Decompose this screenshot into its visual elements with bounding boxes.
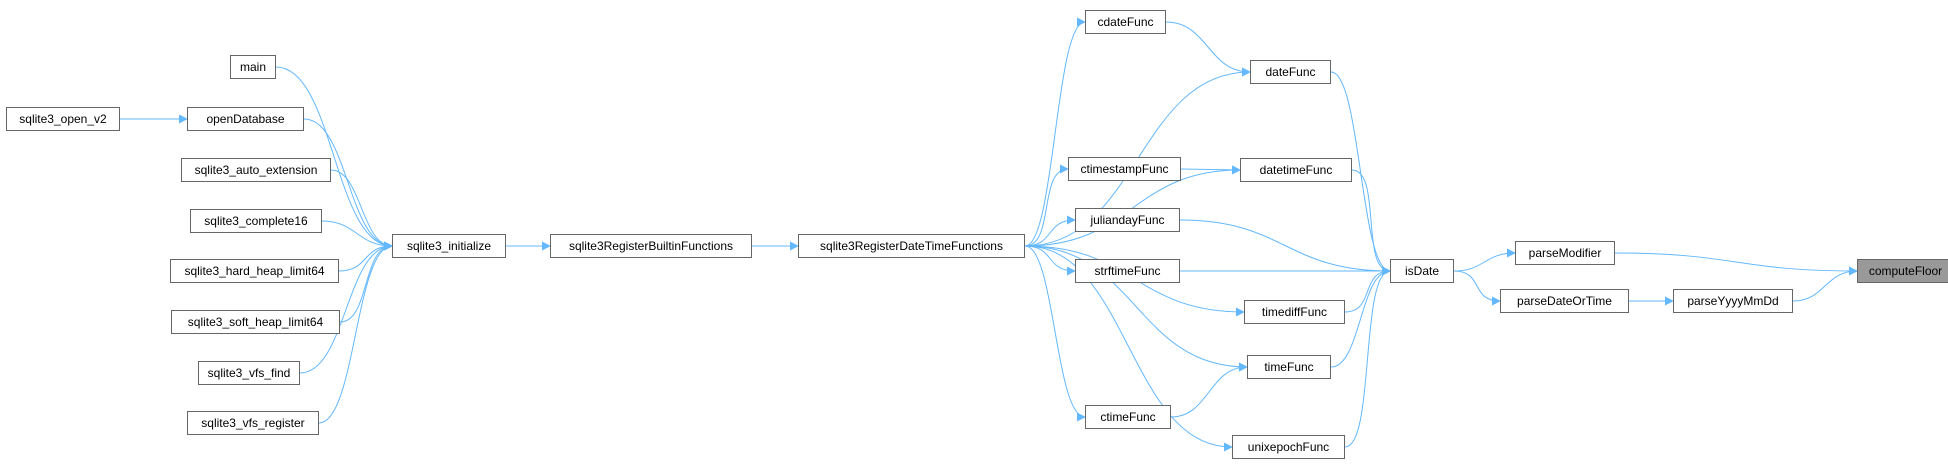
node-sqlite3-hard-heap-limit64[interactable]: sqlite3_hard_heap_limit64	[170, 259, 339, 283]
edge-sqlite3registerdatetimefunctions-to-timefunc	[1024, 245, 1248, 372]
node-sqlite3-vfs-find[interactable]: sqlite3_vfs_find	[198, 361, 300, 385]
node-isdate[interactable]: isDate	[1390, 259, 1454, 283]
node-opendatabase[interactable]: openDatabase	[187, 107, 304, 131]
edge-datefunc-to-isdate	[1330, 71, 1391, 276]
edge-ctimefunc-to-timefunc	[1170, 362, 1248, 418]
node-sqlite3-initialize[interactable]: sqlite3_initialize	[392, 234, 506, 258]
node-timedifffunc[interactable]: timediffFunc	[1244, 300, 1345, 324]
edge-juliandayfunc-to-isdate	[1179, 219, 1391, 276]
node-ctimefunc[interactable]: ctimeFunc	[1085, 405, 1171, 429]
edge-sqlite3registerdatetimefunctions-to-ctimefunc	[1024, 245, 1086, 422]
edge-unixepochfunc-to-isdate	[1344, 266, 1391, 448]
node-unixepochfunc[interactable]: unixepochFunc	[1232, 435, 1345, 459]
node-sqlite3-auto-extension[interactable]: sqlite3_auto_extension	[181, 158, 331, 182]
node-parsedateortime[interactable]: parseDateOrTime	[1500, 289, 1629, 313]
edge-sqlite3-soft-heap-limit64-to-sqlite3-initialize	[339, 241, 393, 323]
edge-main-to-sqlite3-initialize	[275, 66, 393, 251]
edge-timedifffunc-to-isdate	[1344, 266, 1391, 313]
edge-isdate-to-parsemodifier	[1453, 248, 1516, 272]
node-datetimefunc[interactable]: datetimeFunc	[1240, 158, 1352, 182]
edge-sqlite3-vfs-find-to-sqlite3-initialize	[299, 241, 393, 374]
node-main[interactable]: main	[230, 55, 276, 79]
node-parseyyyymmdd[interactable]: parseYyyyMmDd	[1673, 289, 1793, 313]
edge-parsemodifier-to-computefloor	[1614, 252, 1858, 276]
edge-sqlite3-auto-extension-to-sqlite3-initialize	[330, 169, 393, 251]
edge-sqlite3registerdatetimefunctions-to-juliandayfunc	[1024, 215, 1076, 247]
node-sqlite3-soft-heap-limit64[interactable]: sqlite3_soft_heap_limit64	[171, 310, 340, 334]
edge-isdate-to-parsedateortime	[1453, 270, 1501, 306]
node-sqlite3registerdatetimefunctions[interactable]: sqlite3RegisterDateTimeFunctions	[798, 234, 1025, 258]
node-strftimefunc[interactable]: strftimeFunc	[1075, 259, 1180, 283]
edge-cdatefunc-to-datefunc	[1165, 21, 1251, 77]
edge-sqlite3registerdatetimefunctions-to-ctimestampfunc	[1024, 164, 1069, 247]
node-timefunc[interactable]: timeFunc	[1247, 355, 1331, 379]
edge-sqlite3registerdatetimefunctions-to-unixepochfunc	[1024, 245, 1233, 452]
node-ctimestampfunc[interactable]: ctimestampFunc	[1068, 157, 1181, 181]
node-datefunc[interactable]: dateFunc	[1250, 60, 1331, 84]
node-parsemodifier[interactable]: parseModifier	[1515, 241, 1615, 265]
edge-sqlite3-complete16-to-sqlite3-initialize	[321, 220, 393, 251]
edge-parseyyyymmdd-to-computefloor	[1792, 266, 1858, 302]
node-sqlite3-open-v2[interactable]: sqlite3_open_v2	[6, 107, 120, 131]
edge-timefunc-to-isdate	[1330, 266, 1391, 368]
edge-opendatabase-to-sqlite3-initialize	[303, 118, 393, 251]
node-sqlite3-vfs-register[interactable]: sqlite3_vfs_register	[187, 411, 319, 435]
edge-sqlite3registerdatetimefunctions-to-cdatefunc	[1024, 17, 1086, 247]
edge-sqlite3-vfs-register-to-sqlite3-initialize	[318, 241, 393, 424]
edge-datetimefunc-to-isdate	[1351, 169, 1391, 276]
node-sqlite3-complete16[interactable]: sqlite3_complete16	[190, 209, 322, 233]
node-cdatefunc[interactable]: cdateFunc	[1085, 10, 1166, 34]
node-computefloor: computeFloor	[1857, 259, 1948, 283]
node-juliandayfunc[interactable]: juliandayFunc	[1075, 208, 1180, 232]
node-sqlite3registerbuiltinfunctions[interactable]: sqlite3RegisterBuiltinFunctions	[550, 234, 752, 258]
